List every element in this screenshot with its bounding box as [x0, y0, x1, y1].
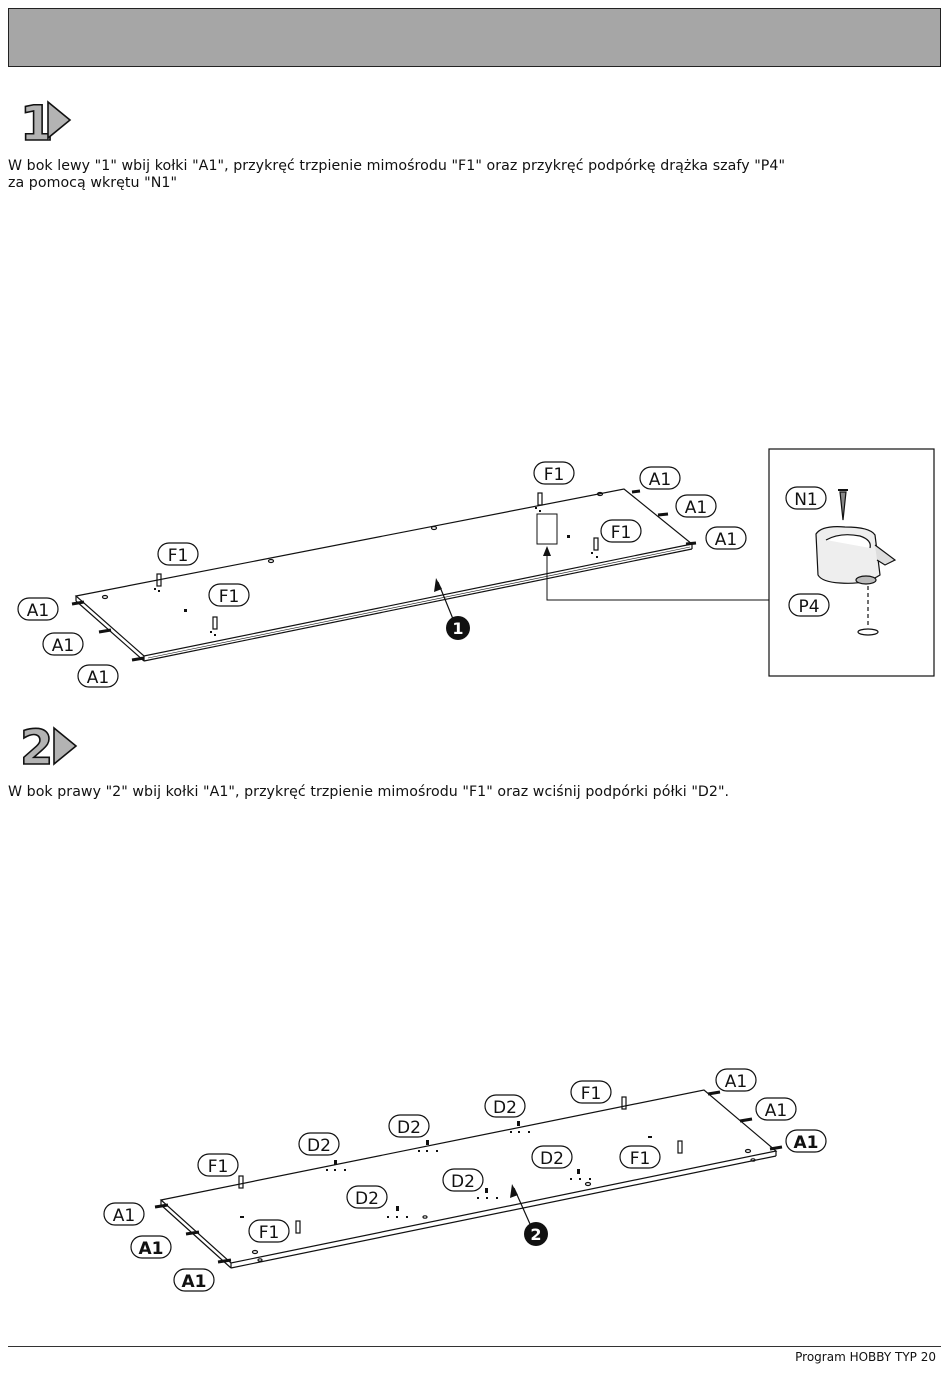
label-a1: A1	[52, 636, 74, 656]
label-a1: A1	[725, 1072, 747, 1092]
label-d2: D2	[397, 1118, 421, 1138]
label-d2: D2	[540, 1149, 564, 1169]
panel-2-number: 2	[530, 1225, 541, 1244]
panel-1-badge	[446, 616, 470, 640]
label-f1: F1	[581, 1084, 602, 1104]
panel-2-badge	[524, 1222, 548, 1246]
label-a1: A1	[139, 1239, 164, 1259]
arrow-right-icon	[47, 100, 72, 140]
step-2-badge: 2	[20, 722, 78, 770]
label-f1: F1	[168, 546, 189, 566]
label-a1: A1	[685, 498, 707, 518]
label-a1: A1	[27, 601, 49, 621]
step-2-number: 2	[20, 722, 53, 770]
label-d2: D2	[307, 1136, 331, 1156]
label-f1: F1	[630, 1149, 651, 1169]
label-f1: F1	[208, 1157, 229, 1177]
pointer-arrow-icon	[510, 1184, 518, 1198]
step-1-badge: 1	[20, 98, 72, 144]
step-1-instruction-line1: W bok lewy "1" wbij kołki "A1", przykręć…	[8, 158, 786, 174]
label-p4: P4	[798, 597, 819, 617]
step-1-diagram: 1 F1 F1 F1 F1 A1 A1 A1 A1 A1 A1	[17, 448, 935, 688]
footer-divider	[8, 1346, 941, 1347]
header-bar	[8, 8, 941, 67]
label-a1: A1	[182, 1272, 207, 1292]
label-f1: F1	[611, 523, 632, 543]
step-2-instruction: W bok prawy "2" wbij kołki "A1", przykrę…	[8, 784, 730, 800]
label-d2: D2	[493, 1098, 517, 1118]
leader-arrow-icon	[543, 546, 551, 556]
footer-program-name: Program HOBBY TYP 20	[795, 1350, 936, 1364]
step-1-instruction-line2: za pomocą wkrętu "N1"	[8, 175, 178, 191]
label-a1: A1	[113, 1206, 135, 1226]
label-d2: D2	[451, 1172, 475, 1192]
label-a1: A1	[715, 530, 737, 550]
label-d2: D2	[355, 1189, 379, 1209]
label-f1: F1	[259, 1223, 280, 1243]
label-a1: A1	[649, 470, 671, 490]
arrow-right-icon	[53, 726, 78, 766]
label-a1: A1	[794, 1133, 819, 1153]
label-f1: F1	[219, 587, 240, 607]
label-f1: F1	[544, 465, 565, 485]
pointer-arrow-icon	[434, 578, 442, 592]
label-a1: A1	[765, 1101, 787, 1121]
label-a1: A1	[87, 668, 109, 688]
panel-1-number: 1	[452, 619, 463, 638]
label-n1: N1	[794, 490, 818, 510]
step-2-diagram: 2 F1 D2 D2 D2 F1 A1 A1 A1 D2 F1 D2 D2 F1…	[103, 1068, 827, 1292]
